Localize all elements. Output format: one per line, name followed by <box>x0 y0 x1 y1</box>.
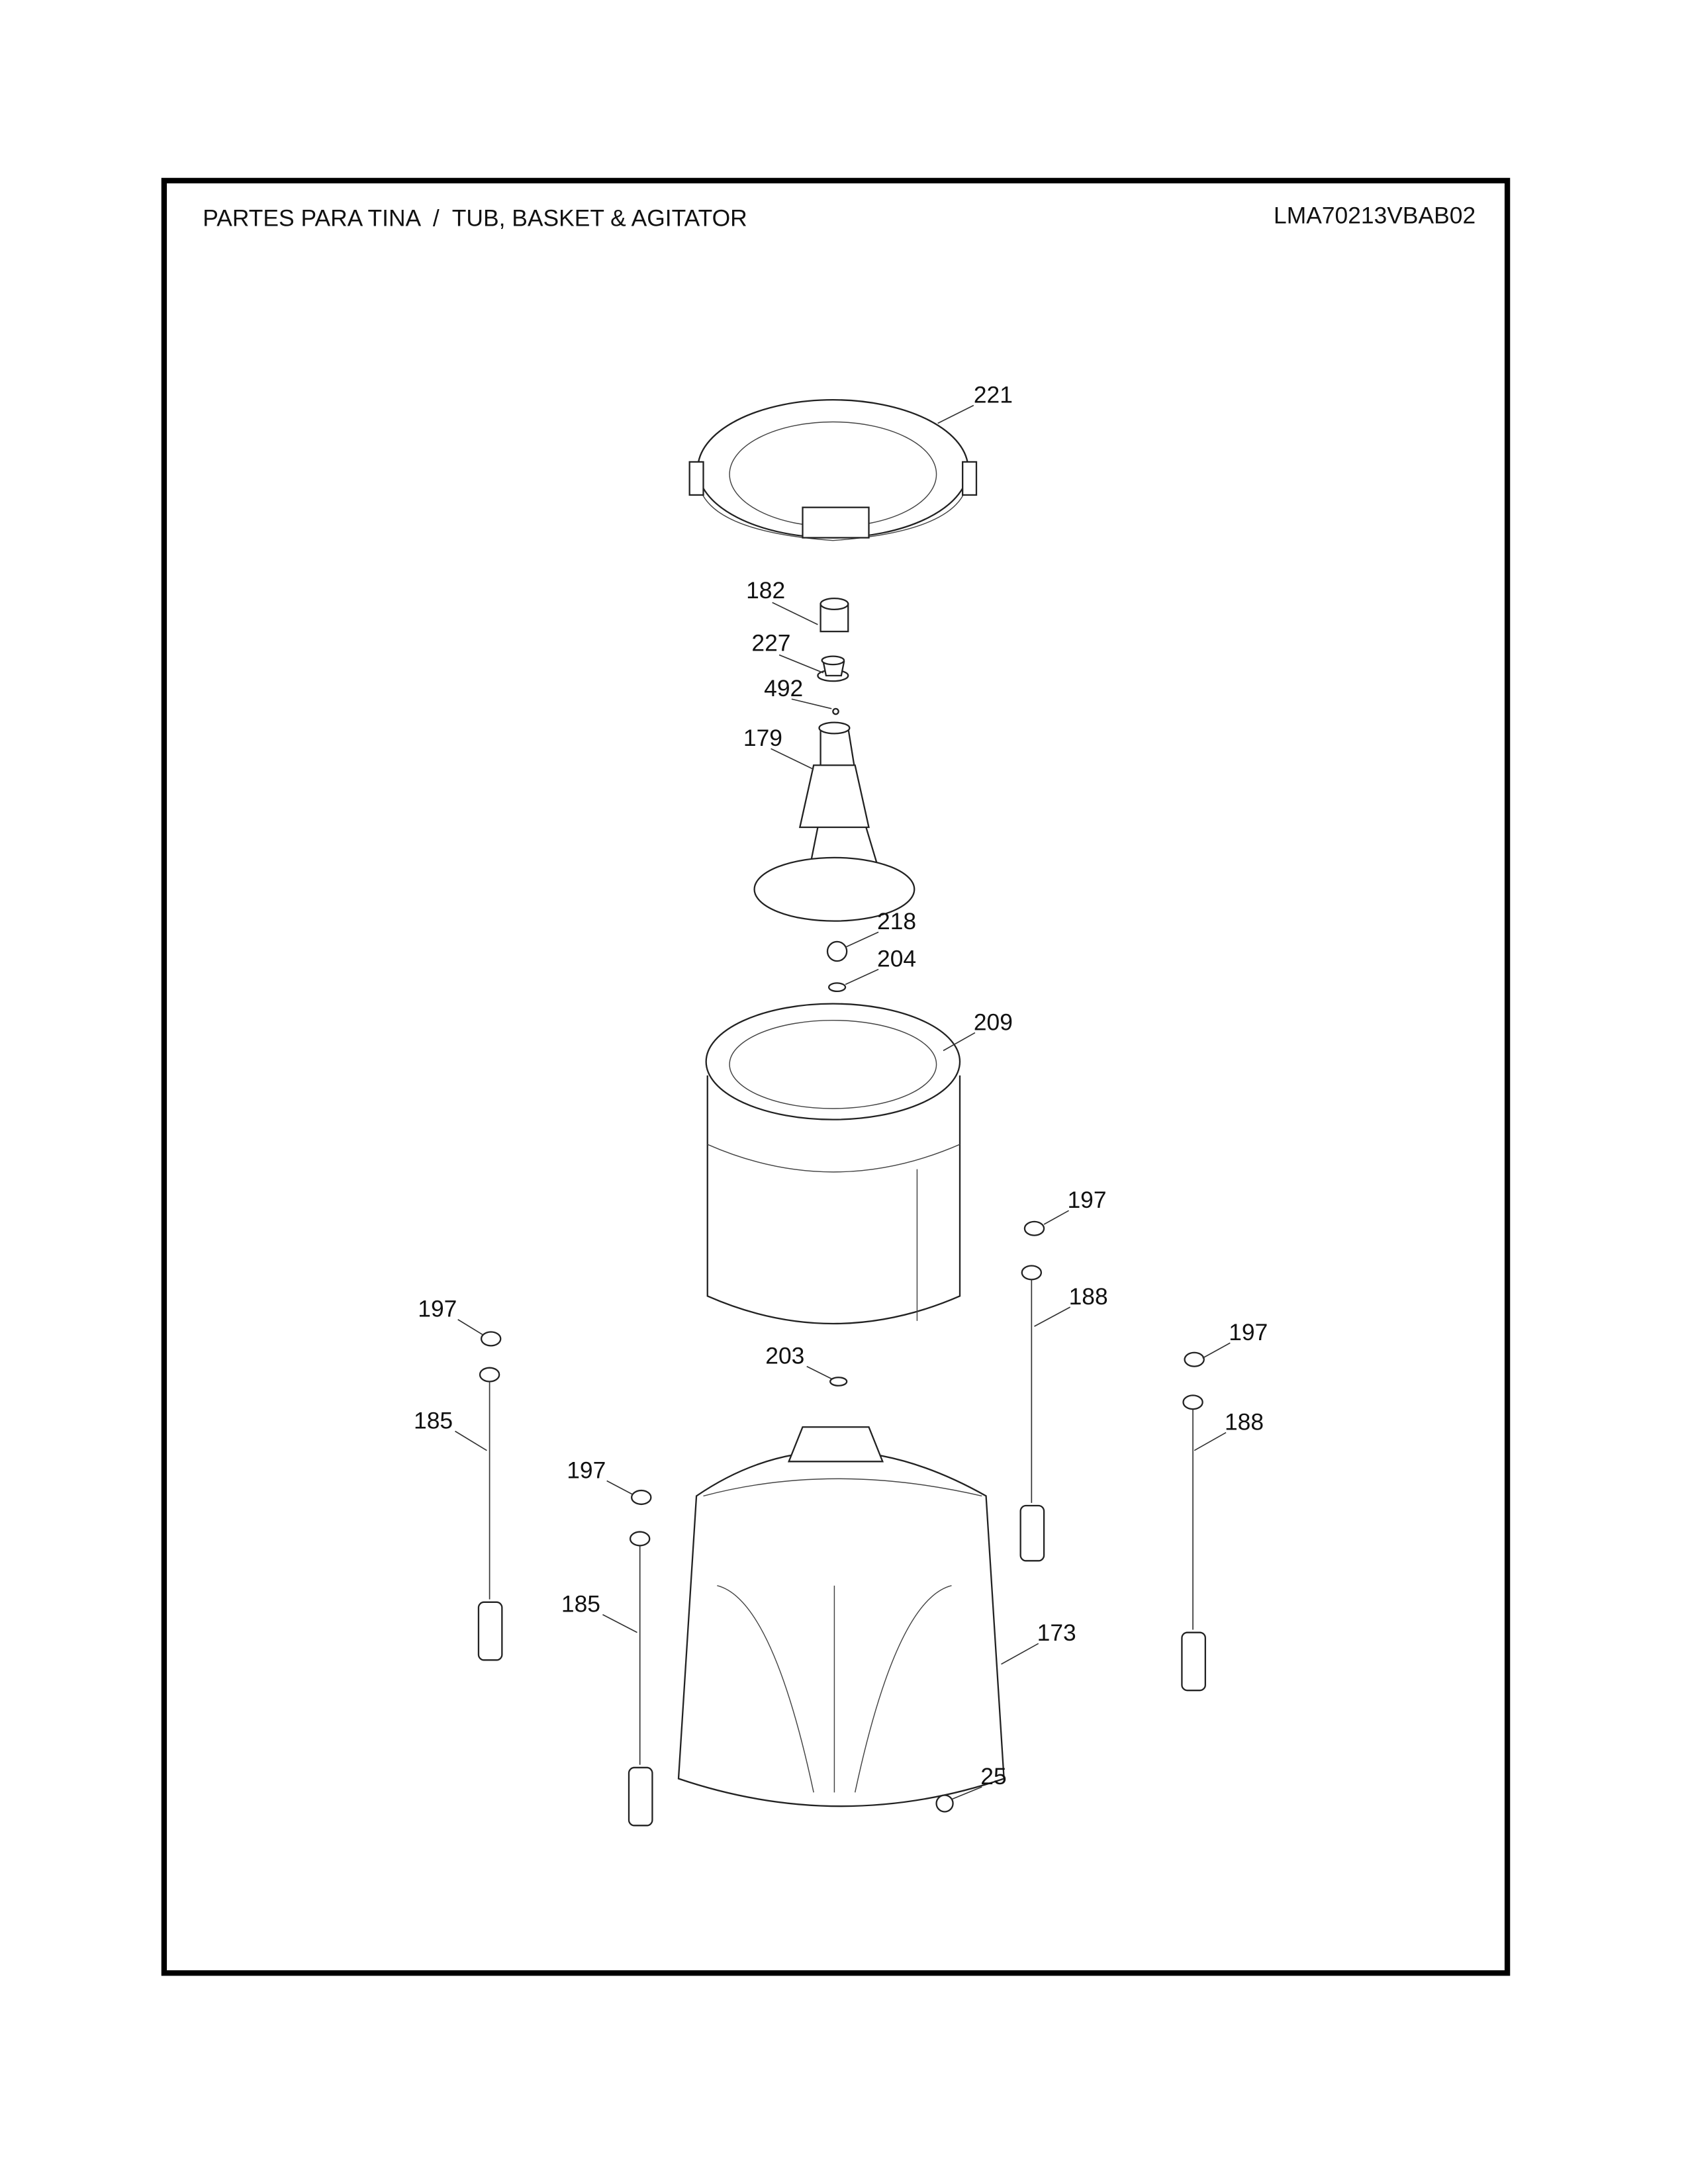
nut-drawing <box>826 940 848 962</box>
callout-179: 179 <box>743 725 814 770</box>
svg-text:25: 25 <box>980 1763 1006 1790</box>
callout-188-b: 188 <box>1194 1408 1264 1451</box>
svg-text:204: 204 <box>877 945 916 972</box>
outer-tub-drawing <box>677 1426 1005 1807</box>
svg-text:197: 197 <box>1229 1319 1268 1345</box>
svg-text:179: 179 <box>743 725 782 751</box>
callout-209: 209 <box>943 1009 1013 1052</box>
svg-text:197: 197 <box>418 1296 457 1322</box>
svg-text:182: 182 <box>746 577 785 604</box>
svg-text:188: 188 <box>1225 1408 1264 1435</box>
callout-182: 182 <box>746 577 818 625</box>
callout-188-a: 188 <box>1034 1283 1108 1327</box>
callout-227: 227 <box>751 629 824 674</box>
svg-text:197: 197 <box>1068 1187 1107 1213</box>
svg-text:185: 185 <box>414 1407 453 1433</box>
callout-221: 221 <box>937 381 1013 424</box>
callout-197-a: 197 <box>1043 1187 1107 1225</box>
svg-text:209: 209 <box>974 1009 1013 1035</box>
callout-197-b: 197 <box>418 1296 483 1336</box>
washer-drawing <box>827 982 847 993</box>
agitator-drawing <box>753 721 915 922</box>
seal-drawing <box>829 1377 848 1387</box>
svg-text:203: 203 <box>765 1342 804 1369</box>
callout-25: 25 <box>951 1763 1007 1800</box>
svg-text:221: 221 <box>974 381 1013 408</box>
svg-text:173: 173 <box>1037 1619 1076 1646</box>
drain-fitting-drawing <box>935 1794 954 1813</box>
callout-203: 203 <box>765 1342 832 1380</box>
page-border <box>161 177 1511 1976</box>
small-parts-drawing <box>817 598 849 715</box>
callout-197-c: 197 <box>1202 1319 1268 1359</box>
svg-text:188: 188 <box>1069 1283 1108 1310</box>
callout-492: 492 <box>764 675 832 709</box>
svg-text:492: 492 <box>764 675 803 702</box>
callout-185-a: 185 <box>414 1407 487 1451</box>
svg-text:218: 218 <box>877 908 916 934</box>
callout-173: 173 <box>1001 1619 1076 1665</box>
model-number: LMA70213VBAB02 <box>1274 203 1476 229</box>
svg-text:227: 227 <box>751 629 790 656</box>
suspension-rods-drawing <box>477 1220 1206 1827</box>
callout-197-d: 197 <box>567 1457 633 1496</box>
callout-185-b: 185 <box>561 1590 637 1633</box>
tub-cover-ring-drawing <box>688 399 978 541</box>
svg-text:197: 197 <box>567 1457 606 1483</box>
diagram-title: PARTES PARA TINA / TUB, BASKET & AGITATO… <box>203 205 747 232</box>
svg-text:185: 185 <box>561 1590 600 1617</box>
callout-218: 218 <box>845 908 916 948</box>
basket-drawing <box>705 1003 961 1325</box>
callout-204: 204 <box>845 945 916 985</box>
